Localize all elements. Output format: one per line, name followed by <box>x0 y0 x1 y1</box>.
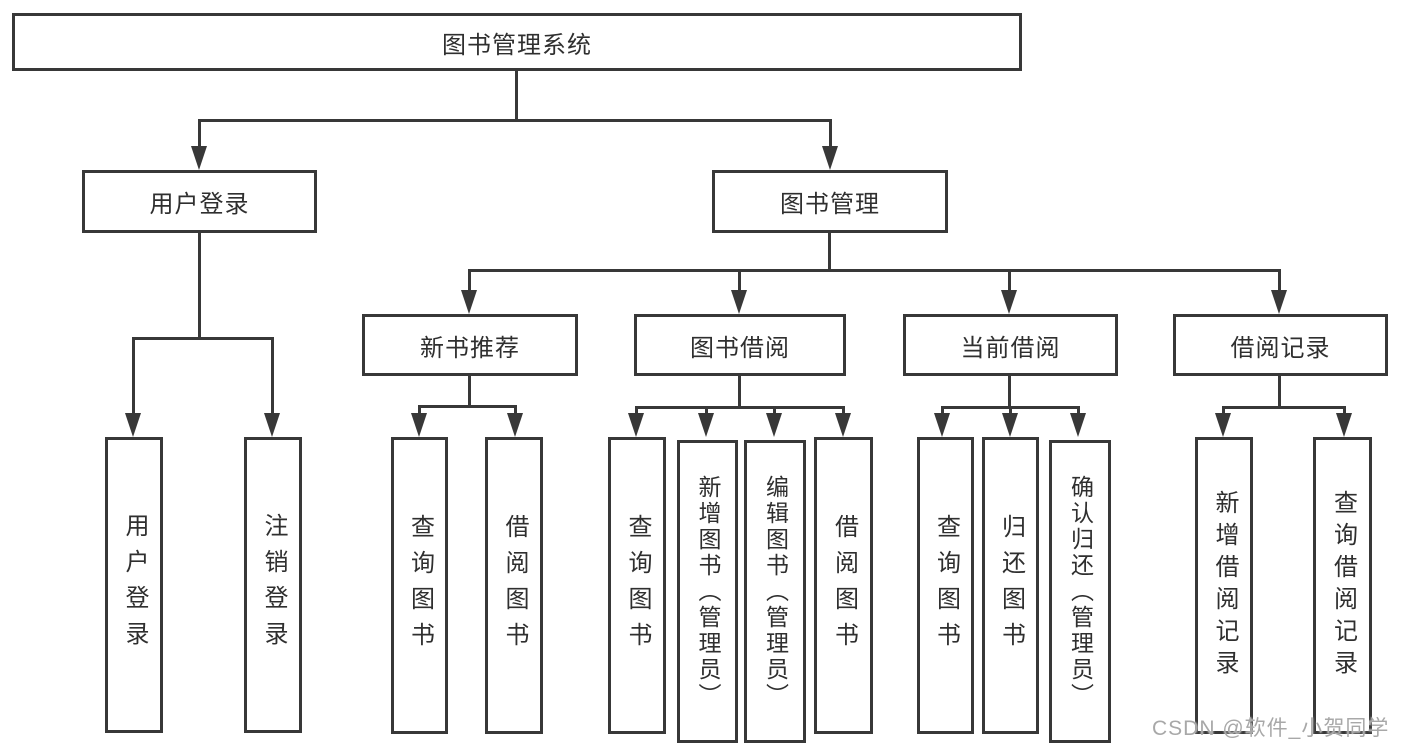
leaf-borrow-books-1: 借阅图书 <box>485 437 543 734</box>
arrow-down-icon <box>1070 413 1086 437</box>
node-book-management: 图书管理 <box>712 170 948 233</box>
connector-segment <box>828 233 831 269</box>
leaf-logout-label: 注销登录 <box>260 513 287 657</box>
leaf-confirm-return-admin-label: 确认归还（管理员） <box>1067 474 1094 709</box>
leaf-return-book: 归还图书 <box>982 437 1039 734</box>
leaf-query-books-3: 查询图书 <box>917 437 974 734</box>
leaf-query-books-3-label: 查询图书 <box>932 513 960 658</box>
leaf-query-borrow-record: 查询借阅记录 <box>1313 437 1372 734</box>
leaf-add-book-admin-label: 新增图书（管理员） <box>695 474 721 709</box>
node-user-login: 用户登录 <box>82 170 317 233</box>
connector-segment <box>1343 406 1346 413</box>
arrow-down-icon <box>411 413 427 437</box>
connector-segment <box>941 406 944 413</box>
connector-segment <box>635 406 638 413</box>
leaf-confirm-return-admin: 确认归还（管理员） <box>1049 440 1111 743</box>
arrow-down-icon <box>698 413 714 437</box>
leaf-query-books-2: 查询图书 <box>608 437 666 734</box>
node-borrowing-records: 借阅记录 <box>1173 314 1388 376</box>
leaf-user-login: 用户登录 <box>105 437 163 733</box>
connector-segment <box>705 406 708 413</box>
leaf-edit-book-admin-label: 编辑图书（管理员） <box>762 474 789 709</box>
leaf-query-books-1-label: 查询图书 <box>406 513 434 658</box>
leaf-user-login-label: 用户登录 <box>121 513 148 657</box>
connector-segment <box>738 269 741 290</box>
arrow-down-icon <box>1215 413 1231 437</box>
connector-segment <box>515 71 518 119</box>
connector-segment <box>271 337 274 413</box>
connector-segment <box>198 119 832 122</box>
connector-segment <box>1222 406 1225 413</box>
node-new-book-recommend: 新书推荐 <box>362 314 578 376</box>
watermark: CSDN @软件_小贺同学 <box>1152 717 1390 740</box>
connector-segment <box>132 337 135 413</box>
leaf-add-borrow-record-label: 新增借阅记录 <box>1211 489 1238 682</box>
arrow-down-icon <box>191 146 207 170</box>
connector-segment <box>1278 269 1281 290</box>
connector-segment <box>842 406 845 413</box>
arrow-down-icon <box>1001 290 1017 314</box>
connector-segment <box>198 119 201 148</box>
arrow-down-icon <box>461 290 477 314</box>
leaf-logout: 注销登录 <box>244 437 302 733</box>
leaf-edit-book-admin: 编辑图书（管理员） <box>744 440 806 743</box>
arrow-down-icon <box>1002 413 1018 437</box>
leaf-borrow-books-1-label: 借阅图书 <box>501 513 528 658</box>
arrow-down-icon <box>822 146 838 170</box>
connector-segment <box>468 269 471 290</box>
connector-segment <box>773 406 776 413</box>
connector-segment <box>1009 406 1012 413</box>
leaf-query-books-1: 查询图书 <box>391 437 448 734</box>
node-library-management-system: 图书管理系统 <box>12 13 1022 71</box>
connector-segment <box>468 376 471 405</box>
connector-segment <box>829 119 832 148</box>
connector-segment <box>635 406 845 409</box>
connector-segment <box>1008 269 1011 290</box>
connector-segment <box>1278 376 1281 406</box>
arrow-down-icon <box>125 413 141 437</box>
leaf-borrow-books-2: 借阅图书 <box>814 437 873 734</box>
connector-segment <box>1077 406 1080 413</box>
node-current-borrowing: 当前借阅 <box>903 314 1118 376</box>
arrow-down-icon <box>1271 290 1287 314</box>
arrow-down-icon <box>1336 413 1352 437</box>
arrow-down-icon <box>766 413 782 437</box>
leaf-query-borrow-record-label: 查询借阅记录 <box>1329 489 1357 682</box>
connector-segment <box>1222 406 1346 409</box>
connector-segment <box>468 269 1281 272</box>
arrow-down-icon <box>264 413 280 437</box>
leaf-return-book-label: 归还图书 <box>997 513 1025 658</box>
leaf-add-book-admin: 新增图书（管理员） <box>677 440 738 743</box>
leaf-add-borrow-record: 新增借阅记录 <box>1195 437 1253 734</box>
connector-segment <box>418 405 517 408</box>
arrow-down-icon <box>835 413 851 437</box>
leaf-query-books-2-label: 查询图书 <box>624 513 651 658</box>
arrow-down-icon <box>628 413 644 437</box>
connector-segment <box>1008 376 1011 406</box>
connector-segment <box>418 405 421 413</box>
arrow-down-icon <box>934 413 950 437</box>
connector-segment <box>514 405 517 413</box>
connector-segment <box>738 376 741 406</box>
arrow-down-icon <box>731 290 747 314</box>
leaf-borrow-books-2-label: 借阅图书 <box>830 513 858 658</box>
connector-segment <box>132 337 274 340</box>
arrow-down-icon <box>507 413 523 437</box>
connector-segment <box>198 233 201 337</box>
node-book-borrowing: 图书借阅 <box>634 314 846 376</box>
